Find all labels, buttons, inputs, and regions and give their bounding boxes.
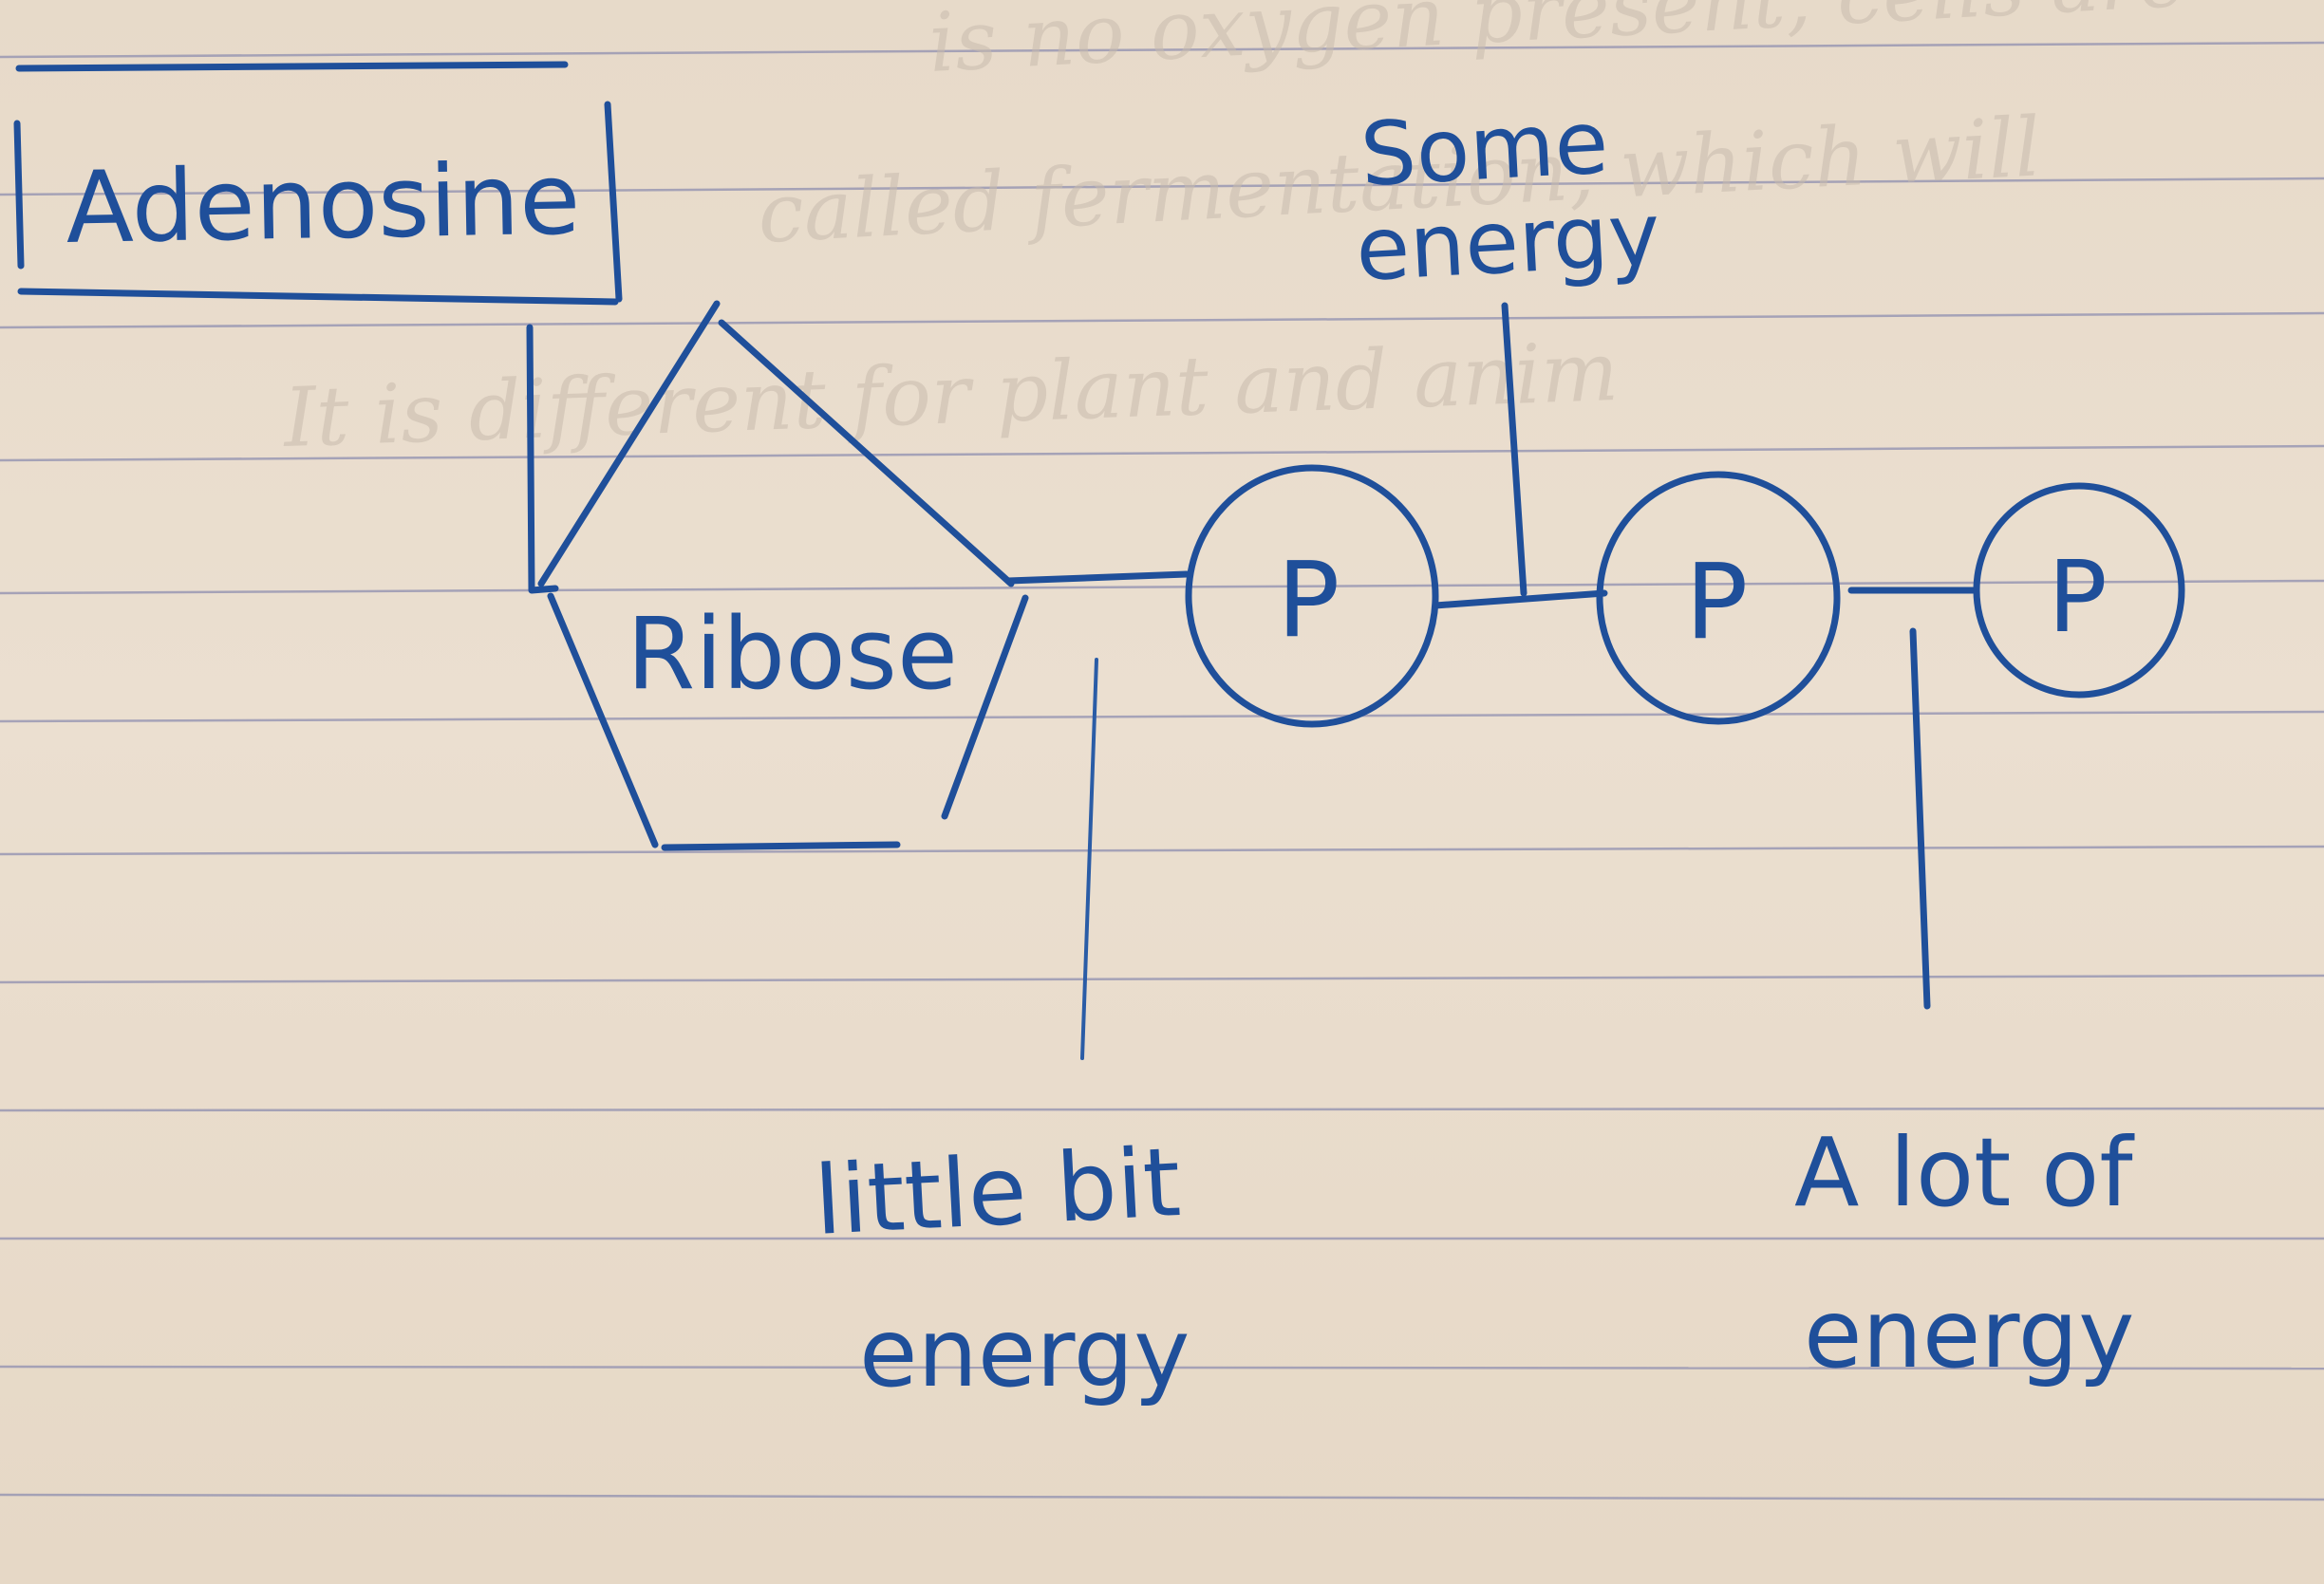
a-lot-pointer [1909, 627, 1931, 1010]
ribose-pentagon: Ribose [537, 300, 1029, 851]
adenosine-ribose-bond [526, 324, 559, 594]
phosphate-1: P [1185, 464, 1439, 728]
a-lot-of-energy-annotation: A lot of energy [1794, 1117, 2135, 1389]
adenosine-label: Adenosine [65, 141, 581, 266]
some-energy-annotation: Some energy [1354, 91, 1663, 301]
little-bit-line-1: little bit [812, 1127, 1183, 1257]
some-energy-pointer [1501, 302, 1527, 597]
ribose-label: Ribose [627, 596, 958, 712]
adenosine-box: Adenosine [13, 61, 623, 306]
a-lot-line-1: A lot of [1794, 1117, 2135, 1228]
some-energy-line-2: energy [1354, 183, 1663, 301]
little-bit-energy-annotation: little bit energy [812, 1127, 1190, 1408]
phosphate-2-label: P [1685, 541, 1748, 662]
little-bit-pointer [1080, 658, 1098, 1060]
ruled-lines [0, 41, 2324, 1501]
energy-pointers [1080, 302, 1931, 1060]
bleed-line-3: It is different for plant and anim [280, 325, 1620, 466]
little-bit-line-2: energy [859, 1297, 1190, 1408]
phosphate-1-label: P [1277, 539, 1340, 661]
phosphate-3-label: P [2048, 539, 2108, 655]
phosphate-2: P [1596, 471, 1841, 725]
some-energy-line-1: Some [1359, 91, 1611, 206]
a-lot-line-2: energy [1804, 1278, 2134, 1389]
phosphate-backbone [1004, 570, 1978, 609]
p1-p2-bond [1432, 589, 1608, 609]
phosphate-3: P [1973, 482, 2185, 699]
ribose-p1-bond [1004, 570, 1190, 585]
